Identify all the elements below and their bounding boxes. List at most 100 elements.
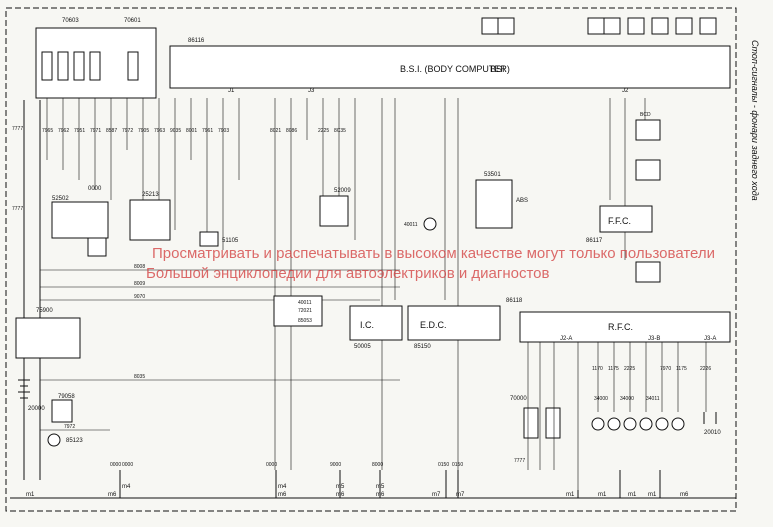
connector-j3: J3 (308, 88, 315, 94)
svg-text:0000: 0000 (88, 186, 102, 192)
ground-label: m1 (648, 492, 657, 498)
ground-label: m5 (336, 484, 345, 490)
component-52009: 52009 (319, 188, 351, 227)
wire-code: 0000 (266, 462, 277, 468)
component-70000: 70000 (510, 396, 561, 439)
wire-code: 8035 (134, 374, 145, 380)
wire-code: 8587 (106, 128, 117, 134)
component-85123: 85123 (47, 433, 83, 447)
svg-text:40011: 40011 (404, 222, 418, 228)
indicator-icon (651, 17, 669, 35)
wire-code: 9035 (170, 128, 181, 134)
svg-text:70000: 70000 (510, 396, 527, 402)
svg-text:25213: 25213 (142, 192, 159, 198)
indicator-icon (627, 17, 645, 35)
ground-symbols (119, 470, 661, 498)
edc-ref-86118: 86118 (506, 298, 523, 304)
svg-text:72021: 72021 (298, 308, 312, 314)
battery-20000: 20000 (18, 379, 45, 412)
wire-code: 8086 (286, 128, 297, 134)
ground-label: m1 (628, 492, 637, 498)
indicator-icon (675, 17, 693, 35)
wire-code: 0000 (122, 462, 133, 468)
svg-text:20010: 20010 (704, 430, 721, 436)
rfc-connector-b: J3-B (648, 336, 660, 342)
wire-code: 7903 (218, 128, 229, 134)
top-wire-bundle (46, 98, 646, 470)
ground-label: m6 (376, 492, 385, 498)
wire-code: 7970 (660, 366, 671, 372)
edc-ref: 85150 (414, 344, 431, 350)
wire-code: 7777 (514, 458, 525, 464)
wire-code: 7965 (42, 128, 53, 134)
rear-harness (527, 342, 707, 490)
ic-ref: 50005 (354, 344, 371, 350)
wire-code: 7777 (12, 206, 23, 212)
wire-code: 1175 (676, 366, 687, 372)
component-75900: 75900 (15, 308, 81, 359)
ground-label: m6 (336, 492, 345, 498)
ic-label: I.C. (360, 320, 374, 330)
bsi-ref-symbol: BSI (490, 64, 505, 74)
wire-code: 7972 (122, 128, 133, 134)
wire-code: 7972 (64, 424, 75, 430)
ffc-label: F.F.C. (608, 216, 631, 226)
wire-code: 9070 (134, 294, 145, 300)
wire-code: 2225 (624, 366, 635, 372)
bsi-box (169, 45, 731, 89)
indicator-icon (587, 17, 605, 35)
wire-code: 8009 (134, 281, 145, 287)
ground-label: m4 (278, 484, 287, 490)
rfc-connector: J2-A (560, 336, 572, 342)
edc-label: E.D.C. (420, 320, 447, 330)
component-40011b: 40011 (404, 217, 437, 231)
svg-text:75900: 75900 (36, 308, 53, 314)
svg-text:BCD: BCD (640, 112, 651, 118)
svg-text:51105: 51105 (222, 238, 239, 244)
wire-code: 1170 (592, 366, 603, 372)
wire-code: 7971 (90, 128, 101, 134)
wire-code: 1175 (608, 366, 619, 372)
connector-j2: J2 (622, 88, 629, 94)
wire-code: 7777 (12, 126, 23, 132)
svg-text:79058: 79058 (58, 394, 75, 400)
svg-text:85123: 85123 (66, 438, 83, 444)
indicator-icon (603, 17, 621, 35)
wire-code: 8008 (134, 264, 145, 270)
ffc-ref: 86117 (586, 238, 603, 244)
component-79058: 79058 (51, 394, 75, 423)
bsi-label: B.S.I. (BODY COMPUTER) (400, 64, 510, 74)
svg-text:52009: 52009 (334, 188, 351, 194)
bcd-relays: BCD (635, 112, 661, 283)
wire-code: 0000 (110, 462, 121, 468)
ground-label: m5 (376, 484, 385, 490)
svg-text:85053: 85053 (298, 318, 312, 324)
ground-label: m6 (278, 492, 287, 498)
rfc-box (519, 311, 731, 343)
watermark-line-1: Просматривать и распечатывать в высоком … (152, 245, 715, 262)
relay-block-70603: 70603 70601 (35, 18, 157, 99)
wire-code: 8021 (270, 128, 281, 134)
ground-label: m1 (566, 492, 575, 498)
warning-lamp-icon (481, 17, 499, 35)
side-title: Стоп-сигналы - фонари заднего хода (750, 40, 760, 201)
edc-box (407, 305, 501, 341)
component-40011: 40011 72021 85053 (273, 295, 323, 327)
svg-text:52502: 52502 (52, 196, 69, 202)
svg-text:40011: 40011 (298, 300, 312, 306)
wire-code: 9000 (330, 462, 341, 468)
diagram-frame (5, 7, 737, 512)
ground-label: m1 (598, 492, 607, 498)
abs-label: ABS (516, 198, 528, 204)
bsi-ref: 86116 (188, 38, 205, 44)
svg-text:34011: 34011 (646, 396, 660, 402)
wire-code: 7961 (202, 128, 213, 134)
ground-label: m7 (432, 492, 441, 498)
svg-text:20000: 20000 (28, 406, 45, 412)
ground-label: m4 (122, 484, 131, 490)
watermark-line-2: Большой энциклопедии для автоэлектриков … (146, 265, 549, 282)
indicator-icon (497, 17, 515, 35)
switch-52502: 52502 0000 (51, 186, 109, 257)
svg-text:53501: 53501 (484, 172, 501, 178)
